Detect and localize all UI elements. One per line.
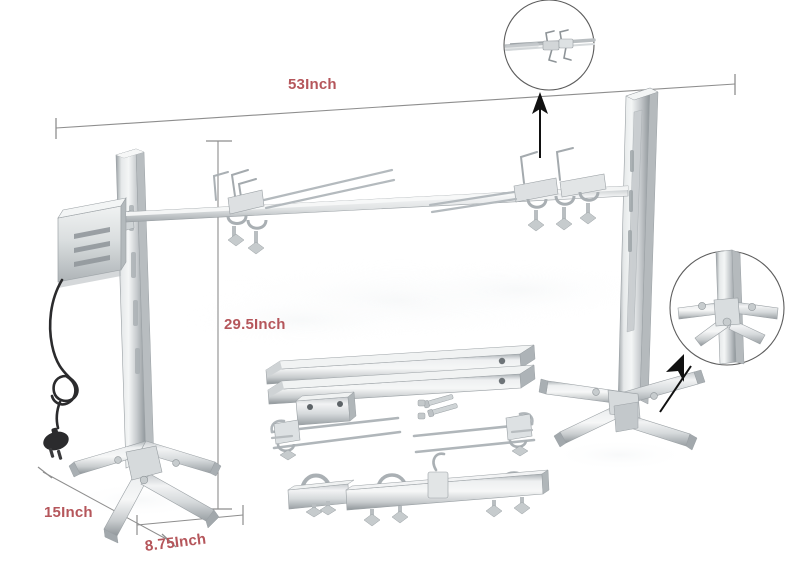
wing-nut-row (363, 497, 531, 527)
callout-arrow-upleft (659, 354, 692, 413)
electric-motor-box (57, 196, 127, 288)
u-bolt-clamp-right (526, 191, 600, 232)
meat-fork-cluster-right (428, 147, 607, 232)
right-assembly (538, 87, 706, 451)
power-cord-plug (48, 278, 79, 430)
dimension-label-leg-span: 15Inch (44, 504, 93, 521)
loose-parts-group (265, 344, 550, 527)
mounting-bracket-plate (295, 391, 357, 426)
u-bolt-clamp-bar (345, 452, 550, 527)
left-cross-base (68, 440, 222, 544)
callout-spit-fork-detail (503, 0, 596, 158)
meat-fork-loose-left (270, 416, 402, 461)
right-vertical-post (617, 87, 659, 407)
dimension-label-height: 29.5Inch (224, 316, 286, 333)
screw-bolt-set (417, 394, 458, 420)
callout-arrow-up (532, 92, 548, 158)
u-bolt-clamp-single (287, 473, 355, 518)
background-shadow (70, 258, 690, 518)
callout-base-joint-detail (659, 249, 785, 413)
spit-assembly (125, 147, 629, 255)
square-tube-bar-1 (265, 344, 536, 385)
dimension-53inch (55, 74, 736, 139)
dimension-875inch (136, 505, 244, 535)
meat-fork-cluster-left (212, 168, 396, 255)
left-vertical-post (115, 148, 155, 469)
power-plug (43, 427, 69, 460)
meat-fork-loose-right (412, 412, 536, 457)
dimension-label-length: 53Inch (288, 76, 337, 93)
dimension-15inch (37, 466, 177, 548)
left-assembly (43, 148, 222, 544)
u-bolt-clamp-left (226, 215, 268, 255)
right-cross-base (538, 369, 706, 451)
motor-vent-slots (74, 227, 110, 267)
